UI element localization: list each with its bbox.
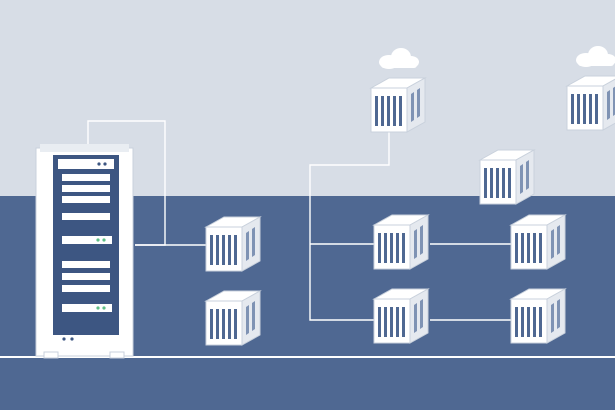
connection-lines xyxy=(87,120,511,321)
cube-building-icon xyxy=(373,214,429,270)
cube-building-icon xyxy=(373,288,429,344)
cube-building-icon xyxy=(510,288,566,344)
cube-building-icon xyxy=(205,290,261,346)
cube-building-icon xyxy=(479,149,535,205)
cube-building-icon xyxy=(205,216,261,272)
cube-building-icon xyxy=(370,77,426,133)
cube-building-icon xyxy=(566,75,615,131)
cube-building-icon xyxy=(510,214,566,270)
server-rack-icon xyxy=(35,144,134,359)
